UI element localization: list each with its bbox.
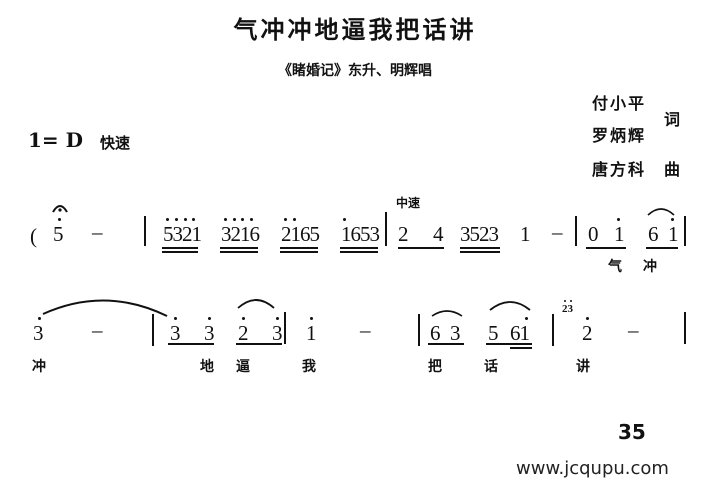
note-group: 5321 <box>163 222 202 246</box>
lyricist-label: 词 <box>664 110 683 129</box>
note-group: 61 <box>510 321 530 345</box>
lyric: 把 <box>428 359 442 375</box>
barline <box>552 314 554 346</box>
barline <box>152 314 154 346</box>
grace-notes: 23 <box>562 303 573 315</box>
note: 2 <box>582 321 593 345</box>
lyric: 话 <box>484 359 498 375</box>
lyric: 讲 <box>576 359 590 375</box>
note: 6 <box>430 321 441 345</box>
page-number: 35 <box>618 420 646 444</box>
barline <box>418 314 420 346</box>
open-paren: ( <box>30 224 37 248</box>
barline <box>284 312 286 344</box>
lyric: 冲 <box>643 259 657 275</box>
note: 3 <box>204 321 215 345</box>
note: 1 <box>520 222 531 246</box>
octave-dot <box>58 218 61 221</box>
key-signature: 1= D <box>28 128 83 152</box>
slur-icon <box>237 299 275 309</box>
dash: – <box>360 318 371 342</box>
slur-icon <box>647 208 675 216</box>
barline <box>144 216 146 246</box>
lyric: 气 <box>608 259 622 275</box>
note: 4 <box>433 222 444 246</box>
note-group: 3216 <box>221 222 260 246</box>
tempo-change: 中速 <box>396 196 421 210</box>
lyric: 地 <box>200 359 214 375</box>
note: 1 <box>668 222 679 246</box>
note: 3 <box>450 321 461 345</box>
fermata-icon <box>52 205 68 213</box>
note: 2 <box>238 321 249 345</box>
song-subtitle: 《睹婚记》东升、明辉唱 <box>278 63 432 79</box>
song-title: 气冲冲地逼我把话讲 <box>233 16 477 44</box>
note: 2 <box>398 222 409 246</box>
watermark: www.jcqupu.com <box>516 458 669 479</box>
composer: 唐方科 <box>592 160 647 179</box>
dash: – <box>552 220 563 244</box>
note: 6 <box>648 222 659 246</box>
dash: – <box>628 318 639 342</box>
note: 1 <box>614 222 625 246</box>
note: 3 <box>170 321 181 345</box>
lyric: 冲 <box>32 359 46 375</box>
tie-icon <box>42 299 168 317</box>
lyric: 逼 <box>236 359 250 375</box>
note: 0 <box>588 222 599 246</box>
note-group: 1653 <box>341 222 380 246</box>
note: 1 <box>306 321 317 345</box>
lyric: 我 <box>302 359 316 375</box>
slur-icon <box>431 310 463 317</box>
tempo-marking: 快速 <box>100 134 131 152</box>
dash: – <box>92 318 103 342</box>
dash: – <box>92 220 103 244</box>
note-group: 3523 <box>460 222 499 246</box>
barline <box>575 216 577 246</box>
composer-label: 曲 <box>664 160 683 179</box>
note: 5 <box>53 222 64 246</box>
lyricist-1: 付小平 <box>592 94 647 113</box>
barline <box>684 312 686 344</box>
note: 3 <box>272 321 283 345</box>
note: 5 <box>488 321 499 345</box>
note-group: 2165 <box>281 222 320 246</box>
barline <box>385 212 387 246</box>
lyricist-2: 罗炳辉 <box>592 126 647 145</box>
note: 3 <box>33 321 44 345</box>
slur-icon <box>489 301 531 311</box>
barline <box>684 216 686 246</box>
